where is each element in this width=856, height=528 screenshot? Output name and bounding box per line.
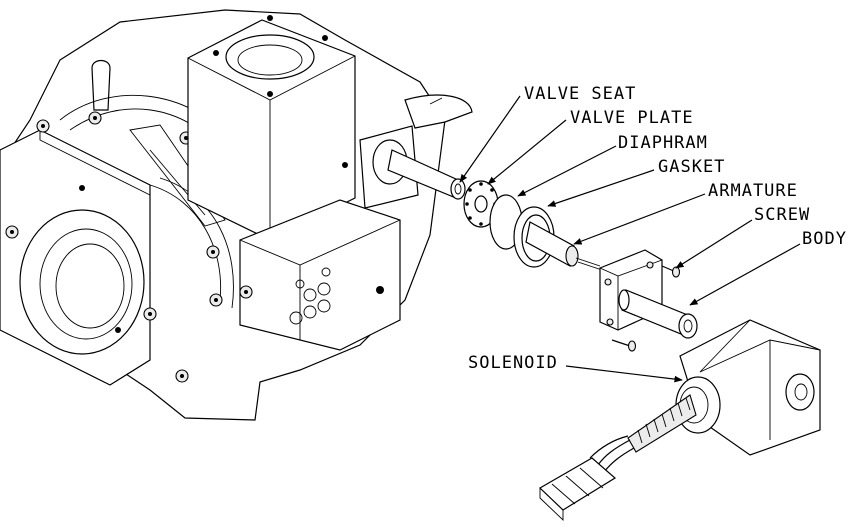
label-diaphram: DIAPHRAM	[618, 133, 708, 153]
leader-lines	[459, 95, 801, 383]
body-cylinder	[618, 289, 698, 339]
label-valve-seat: VALVE SEAT	[524, 84, 636, 104]
armature	[525, 221, 603, 271]
label-armature: ARMATURE	[708, 181, 798, 201]
label-solenoid: SOLENOID	[468, 353, 558, 373]
screws	[611, 265, 681, 352]
label-body: BODY	[802, 229, 847, 249]
pump-housing	[0, 9, 473, 421]
valve-seat-tube	[387, 149, 466, 200]
label-gasket: GASKET	[658, 157, 725, 177]
valve-plate	[463, 180, 499, 228]
solenoid	[539, 319, 821, 522]
part-labels: VALVE SEAT VALVE PLATE DIAPHRAM GASKET A…	[468, 84, 847, 373]
label-screw: SCREW	[754, 205, 810, 225]
label-valve-plate: VALVE PLATE	[570, 108, 694, 128]
